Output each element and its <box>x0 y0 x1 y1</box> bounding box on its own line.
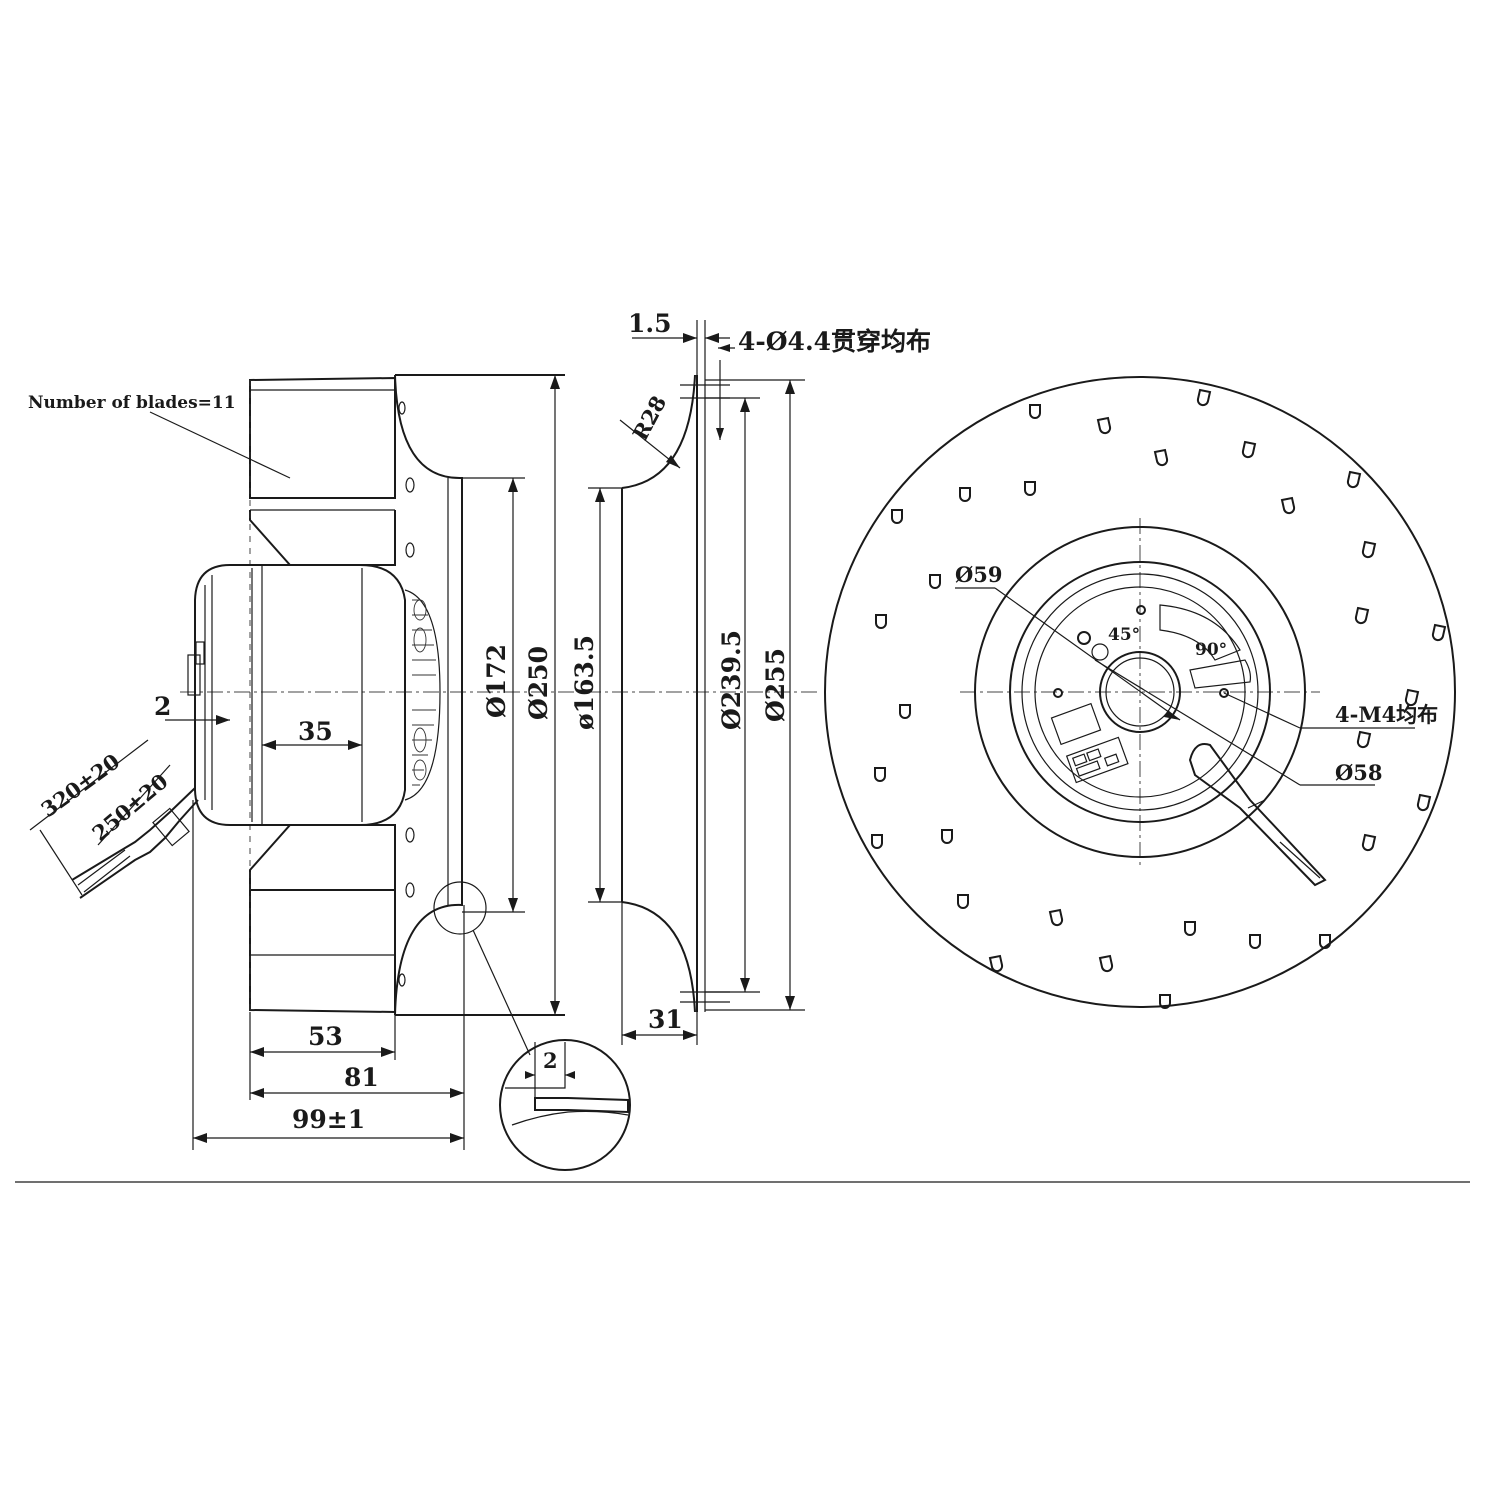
blade-outline-bottom <box>249 889 396 1014</box>
blade-lower-bottom <box>249 824 396 890</box>
dim-35: 35 <box>298 717 333 746</box>
blade-lower-top <box>249 510 396 566</box>
hub-ring-1 <box>1009 561 1271 823</box>
side-view: Number of blades=11 2 35 320±20 250±20 5… <box>28 374 820 1150</box>
motor-body <box>194 564 406 826</box>
blade-marks <box>871 388 1447 1009</box>
dim-59: Ø59 <box>955 562 1003 587</box>
dim-172: Ø172 <box>482 644 511 718</box>
hub-bore-inner <box>1105 657 1175 727</box>
dim-58: Ø58 <box>1335 760 1383 785</box>
m4-hole-3 <box>1053 688 1063 698</box>
dim-250: Ø250 <box>524 646 553 720</box>
dim-239-5: Ø239.5 <box>717 630 746 730</box>
m4-hole-2 <box>1077 631 1091 645</box>
dim-255: Ø255 <box>761 648 790 722</box>
dim-2-left: 2 <box>154 692 171 721</box>
impeller-outer-circle <box>824 376 1456 1008</box>
note-m4: 4-M4均布 <box>1335 702 1438 727</box>
dim-53: 53 <box>308 1022 343 1051</box>
section-view: 1.5 4-Ø4.4贯穿均布 R28 ø163.5 Ø239.5 Ø255 <box>570 309 931 1045</box>
detail-marker <box>433 881 487 935</box>
motor-tab-2 <box>195 641 205 665</box>
m4-hole-4 <box>1219 688 1229 698</box>
detail-circle <box>499 1039 631 1171</box>
blades-leader <box>149 411 291 479</box>
dim-99: 99±1 <box>292 1105 365 1134</box>
blades-note: Number of blades=11 <box>28 393 236 413</box>
dim-81: 81 <box>344 1063 379 1092</box>
detail-view: 2 <box>499 1039 631 1171</box>
flange-curve-bottom <box>621 901 696 1013</box>
shroud-rivets <box>398 401 415 987</box>
dim-163-5: ø163.5 <box>570 635 599 730</box>
angle-90: 90° <box>1195 640 1227 660</box>
angle-45: 45° <box>1108 625 1140 645</box>
motor-tab <box>187 654 201 696</box>
m4-hole-1 <box>1136 605 1146 615</box>
hub-outer <box>974 526 1306 858</box>
note-holes: 4-Ø4.4贯穿均布 <box>738 327 931 356</box>
blade-outline-top <box>249 376 396 499</box>
dim-2-detail: 2 <box>543 1048 558 1073</box>
cable-exit <box>1188 743 1327 887</box>
shroud-curve-top <box>394 374 463 1016</box>
hub-ring-3 <box>1034 586 1246 798</box>
front-view: 45° 90° Ø59 Ø58 4-M4均布 <box>824 376 1456 1009</box>
dim-r28: R28 <box>627 391 671 444</box>
dim-1-5: 1.5 <box>628 309 672 338</box>
hub-bore-outer <box>1099 651 1181 733</box>
dim-31: 31 <box>648 1005 683 1034</box>
hub-ring-2 <box>1021 573 1259 811</box>
rotor-fins <box>404 589 441 801</box>
cable <box>71 787 199 899</box>
